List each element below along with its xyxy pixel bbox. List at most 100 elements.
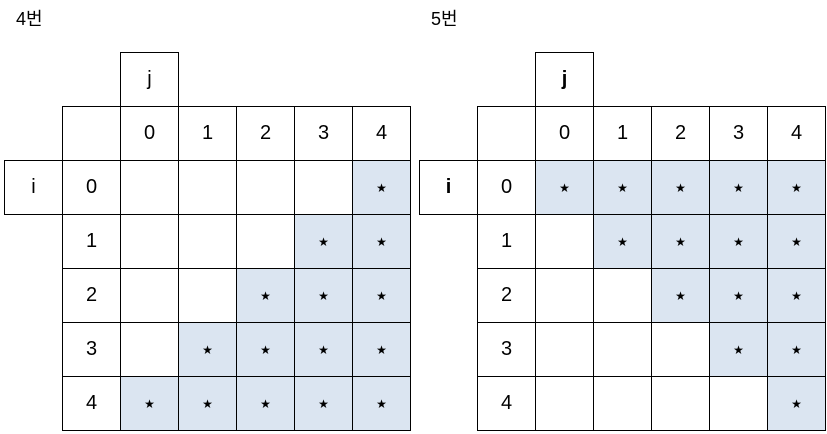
cell-i1-j2-empty xyxy=(237,215,295,269)
col-header-4: 4 xyxy=(353,106,411,161)
star-icon: ★ xyxy=(675,180,686,195)
cell-i0-j4-starred: ★ xyxy=(353,161,411,215)
star-icon: ★ xyxy=(733,180,744,195)
star-icon: ★ xyxy=(733,288,744,303)
row-header-3: 3 xyxy=(478,323,536,377)
cell-i4-j3-starred: ★ xyxy=(295,377,353,431)
cell-i2-j3-starred: ★ xyxy=(295,269,353,323)
cell-i4-j4-starred: ★ xyxy=(768,377,826,431)
col-header-4: 4 xyxy=(768,106,826,161)
pattern-grid: 0★★★★★1★★★★2★★★3★★4★ xyxy=(477,160,826,431)
cell-i3-j4-starred: ★ xyxy=(768,323,826,377)
star-icon: ★ xyxy=(791,342,802,357)
cell-i2-j0-empty xyxy=(121,269,179,323)
col-header-2: 2 xyxy=(652,106,710,161)
cell-i4-j0-starred: ★ xyxy=(121,377,179,431)
row-header-2: 2 xyxy=(478,269,536,323)
cell-i3-j1-starred: ★ xyxy=(179,323,237,377)
cell-i3-j0-empty xyxy=(536,323,594,377)
j-axis-label-cell: j xyxy=(535,52,594,107)
cell-i2-j2-starred: ★ xyxy=(652,269,710,323)
star-icon: ★ xyxy=(617,234,628,249)
cell-i3-j2-starred: ★ xyxy=(237,323,295,377)
cell-i1-j0-empty xyxy=(121,215,179,269)
i-axis-label-cell: i xyxy=(419,160,478,215)
cell-i4-j4-starred: ★ xyxy=(353,377,411,431)
cell-i4-j1-empty xyxy=(594,377,652,431)
star-icon: ★ xyxy=(376,342,387,357)
star-icon: ★ xyxy=(559,180,570,195)
cell-i2-j3-starred: ★ xyxy=(710,269,768,323)
col-header-0: 0 xyxy=(121,106,179,161)
cell-i3-j3-starred: ★ xyxy=(295,323,353,377)
cell-i2-j2-starred: ★ xyxy=(237,269,295,323)
col-header-2: 2 xyxy=(237,106,295,161)
cell-i4-j3-empty xyxy=(710,377,768,431)
cell-i1-j1-starred: ★ xyxy=(594,215,652,269)
cell-i0-j1-empty xyxy=(179,161,237,215)
cell-i0-j2-starred: ★ xyxy=(652,161,710,215)
row-header-3: 3 xyxy=(63,323,121,377)
cell-i0-j3-starred: ★ xyxy=(710,161,768,215)
table-title: 4번 xyxy=(16,9,43,29)
star-icon: ★ xyxy=(260,342,271,357)
cell-i1-j3-starred: ★ xyxy=(710,215,768,269)
star-icon: ★ xyxy=(791,234,802,249)
cell-i2-j1-empty xyxy=(594,269,652,323)
cell-i3-j1-empty xyxy=(594,323,652,377)
cell-i0-j0-starred: ★ xyxy=(536,161,594,215)
cell-i4-j2-empty xyxy=(652,377,710,431)
row-header-0: 0 xyxy=(478,161,536,215)
cell-i4-j0-empty xyxy=(536,377,594,431)
star-icon: ★ xyxy=(733,234,744,249)
cell-i1-j2-starred: ★ xyxy=(652,215,710,269)
table-title: 5번 xyxy=(431,9,458,29)
cell-i1-j4-starred: ★ xyxy=(353,215,411,269)
star-icon: ★ xyxy=(791,396,802,411)
star-icon: ★ xyxy=(144,396,155,411)
star-icon: ★ xyxy=(617,180,628,195)
star-icon: ★ xyxy=(318,396,329,411)
col-header-0: 0 xyxy=(536,106,594,161)
star-icon: ★ xyxy=(318,342,329,357)
corner-blank-cell xyxy=(478,106,536,161)
row-header-2: 2 xyxy=(63,269,121,323)
cell-i3-j2-empty xyxy=(652,323,710,377)
row-header-4: 4 xyxy=(63,377,121,431)
cell-i1-j0-empty xyxy=(536,215,594,269)
cell-i0-j3-empty xyxy=(295,161,353,215)
cell-i1-j1-empty xyxy=(179,215,237,269)
cell-i4-j2-starred: ★ xyxy=(237,377,295,431)
star-icon: ★ xyxy=(376,288,387,303)
cell-i0-j4-starred: ★ xyxy=(768,161,826,215)
star-icon: ★ xyxy=(260,396,271,411)
cell-i0-j2-empty xyxy=(237,161,295,215)
star-icon: ★ xyxy=(202,396,213,411)
row-header-0: 0 xyxy=(63,161,121,215)
cell-i3-j3-starred: ★ xyxy=(710,323,768,377)
row-header-1: 1 xyxy=(478,215,536,269)
cell-i4-j1-starred: ★ xyxy=(179,377,237,431)
corner-blank-cell xyxy=(63,106,121,161)
star-icon: ★ xyxy=(318,288,329,303)
cell-i1-j4-starred: ★ xyxy=(768,215,826,269)
star-icon: ★ xyxy=(318,234,329,249)
col-header-3: 3 xyxy=(295,106,353,161)
col-header-3: 3 xyxy=(710,106,768,161)
cell-i0-j0-empty xyxy=(121,161,179,215)
row-header-1: 1 xyxy=(63,215,121,269)
j-axis-label-cell: j xyxy=(120,52,179,107)
star-icon: ★ xyxy=(733,342,744,357)
star-icon: ★ xyxy=(376,180,387,195)
cell-i2-j4-starred: ★ xyxy=(353,269,411,323)
star-icon: ★ xyxy=(260,288,271,303)
star-icon: ★ xyxy=(791,180,802,195)
cell-i3-j0-empty xyxy=(121,323,179,377)
star-icon: ★ xyxy=(675,234,686,249)
cell-i2-j1-empty xyxy=(179,269,237,323)
cell-i3-j4-starred: ★ xyxy=(353,323,411,377)
